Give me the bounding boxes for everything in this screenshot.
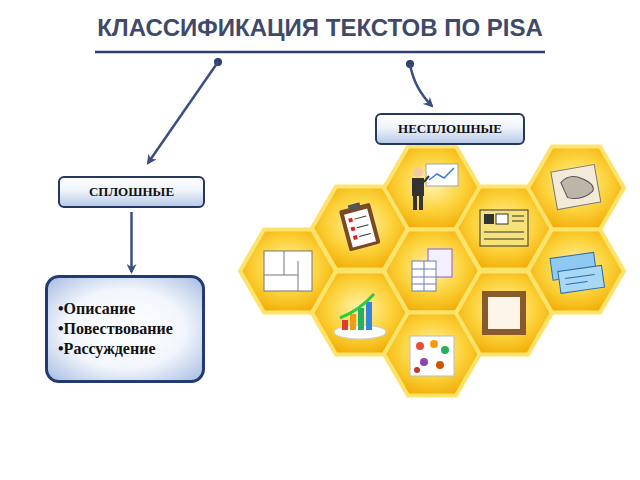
title-arrow-right (410, 64, 432, 106)
category-box: СПЛОШНЫЕ (58, 176, 205, 208)
title-arrow-left (148, 62, 218, 163)
list-item: •Описание (58, 299, 135, 319)
connector-arrow (130, 212, 133, 272)
list-item: •Повествование (58, 319, 173, 339)
list-box: •Описание•Повествование•Рассуждение (45, 275, 205, 383)
list-item: •Рассуждение (58, 339, 156, 359)
category-box: НЕСПЛОШНЫЕ (375, 113, 525, 145)
diagram-title: КЛАССИФИКАЦИЯ ТЕКСТОВ ПО PISA (0, 14, 640, 42)
honeycomb-cell (528, 146, 624, 229)
honeycomb-cell (528, 229, 624, 312)
box-label: СПЛОШНЫЕ (89, 184, 174, 200)
title-underline (95, 51, 545, 54)
box-label: НЕСПЛОШНЫЕ (398, 121, 502, 137)
